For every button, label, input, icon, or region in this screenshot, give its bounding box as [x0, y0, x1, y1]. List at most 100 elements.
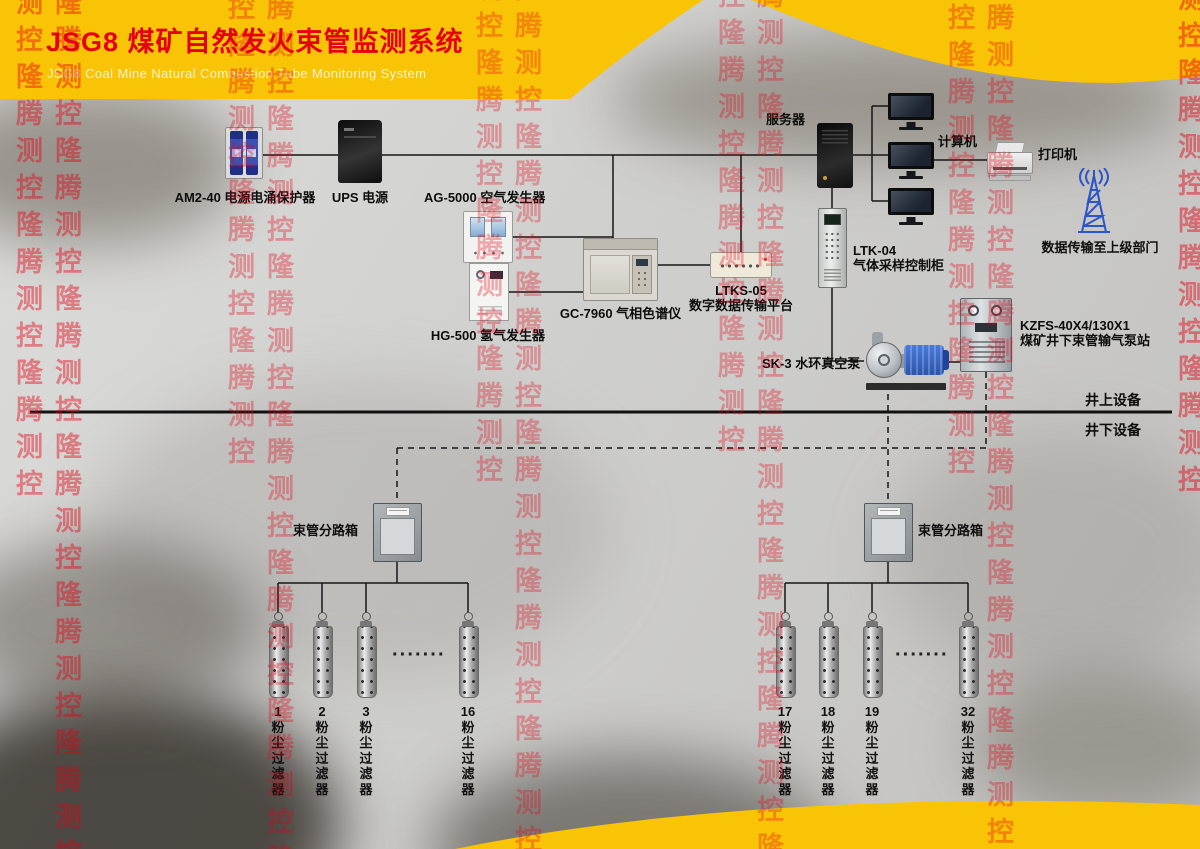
label-plate	[876, 507, 901, 516]
filter-cap	[272, 621, 284, 626]
pump-hub-icon	[878, 354, 890, 366]
data-platform-model: LTKS-05	[715, 283, 767, 298]
filter-cap	[316, 621, 328, 626]
terrain-shadow	[0, 540, 260, 710]
terrain-shadow	[970, 670, 1200, 820]
computer-monitor	[888, 142, 934, 179]
air-generator-device	[463, 211, 513, 263]
indicator-lights-icon	[719, 263, 763, 269]
filter-cylinder-icon	[269, 626, 289, 698]
filter-cylinder-icon	[313, 626, 333, 698]
dust-filter-label: 17 粉 尘 过 滤 器	[777, 704, 793, 797]
window-icon	[491, 217, 506, 237]
filter-cap	[962, 621, 974, 626]
header-yellow-band	[0, 0, 1200, 99]
dust-filter-label: 2 粉 尘 过 滤 器	[315, 704, 329, 797]
filter-cylinder-icon	[959, 626, 979, 698]
label-plate	[385, 507, 410, 516]
data-platform-name: 数字数据传输平台	[688, 298, 793, 313]
footer-yellow-band	[455, 800, 1200, 849]
pump-base	[866, 383, 946, 390]
hook-ring-icon	[867, 612, 877, 621]
top-panel	[584, 239, 657, 250]
surge-protector-label: AM2-40 电源电涌保护器	[174, 190, 316, 205]
monitor-stand	[906, 217, 916, 222]
printer-body	[987, 152, 1033, 174]
filter-cap	[360, 621, 372, 626]
page-title: JSG8 煤矿自然发火束管监测系统	[46, 27, 464, 57]
terrain-shadow	[90, 380, 610, 680]
monitor-base	[899, 176, 923, 179]
monitor-stand	[906, 122, 916, 127]
surface-zone-label: 井上设备	[1085, 392, 1141, 408]
gauge-icon	[476, 270, 485, 279]
dust-filter: 17 粉 尘 过 滤 器	[776, 612, 796, 797]
filter-cap	[866, 621, 878, 626]
pump-coupling	[898, 354, 908, 368]
sampling-cabinet-device	[818, 208, 847, 288]
hook-ring-icon	[273, 612, 283, 621]
filter-cylinder-icon	[357, 626, 377, 698]
hook-ring-icon	[361, 612, 371, 621]
pump-station-name: 煤矿井下束管输气泵站	[1020, 333, 1151, 348]
ups-device	[338, 120, 382, 183]
page-subtitle: JSG8 Coal Mine Natural Combustion Tube M…	[47, 66, 427, 81]
dust-filter-label: 19 粉 尘 过 滤 器	[864, 704, 880, 797]
hook-ring-icon	[823, 612, 833, 621]
hydrogen-generator-label: HG-500 氢气发生器	[430, 328, 546, 343]
dust-filter: 18 粉 尘 过 滤 器	[819, 612, 839, 797]
filter-cap	[822, 621, 834, 626]
computer-monitor	[888, 188, 934, 225]
dust-filter: 3 粉 尘 过 滤 器	[357, 612, 377, 797]
display-icon	[824, 214, 841, 225]
display-icon	[636, 259, 648, 266]
underground-zone-label: 井下设备	[1085, 422, 1141, 438]
dust-filter: 16 粉 尘 过 滤 器	[459, 612, 479, 797]
motor-cap	[943, 350, 949, 370]
display-icon	[975, 323, 997, 332]
printer-device	[987, 142, 1033, 182]
radio-tower-icon	[1078, 168, 1110, 233]
sampling-cabinet-model: LTK-04	[853, 243, 897, 258]
box-door	[871, 518, 906, 555]
filter-cylinder-icon	[819, 626, 839, 698]
hook-ring-icon	[463, 612, 473, 621]
surge-module-icon	[230, 131, 243, 175]
data-platform-device	[710, 252, 772, 278]
paper-slot	[993, 167, 1027, 170]
pump-station-label: KZFS-40X4/130X1 煤矿井下束管输气泵站	[1020, 318, 1170, 348]
box-door	[380, 518, 415, 555]
vacuum-pump-label: SK-3 水环真空泵	[762, 356, 861, 371]
branch-box-left-device	[373, 503, 422, 562]
monitor-base	[899, 222, 923, 225]
vent-icon	[969, 341, 1005, 363]
filter-cap	[779, 621, 791, 626]
filter-cylinder-icon	[459, 626, 479, 698]
display-icon	[490, 271, 503, 279]
filter-cylinder-icon	[776, 626, 796, 698]
pump-station-cabinet-device	[960, 298, 1012, 372]
gauge-icon	[968, 305, 979, 316]
dust-filter-label: 32 粉 尘 过 滤 器	[960, 704, 976, 797]
computer-monitor	[888, 93, 934, 130]
sampling-cabinet-name: 气体采样控制柜	[853, 258, 945, 273]
terrain-shadow	[0, 85, 240, 245]
branch-box-right-label: 束管分路箱	[918, 523, 984, 538]
branch-box-left-label: 束管分路箱	[293, 523, 359, 538]
hook-ring-icon	[317, 612, 327, 621]
computer-label: 计算机	[938, 134, 978, 149]
surge-module-icon	[245, 131, 258, 175]
printer-base	[989, 175, 1031, 181]
branch-box-right-device	[864, 503, 913, 562]
hook-ring-icon	[780, 612, 790, 621]
surge-protector-device	[225, 127, 263, 179]
dust-filter-label: 3 粉 尘 过 滤 器	[359, 704, 373, 797]
dust-filter: 1 粉 尘 过 滤 器	[269, 612, 289, 797]
monitor-base	[899, 127, 923, 130]
dust-filter-label: 18 粉 尘 过 滤 器	[820, 704, 836, 797]
terrain-shadow	[890, 430, 1200, 680]
uplink-label: 数据传输至上级部门	[1041, 240, 1159, 255]
pump-head-icon	[866, 342, 902, 378]
